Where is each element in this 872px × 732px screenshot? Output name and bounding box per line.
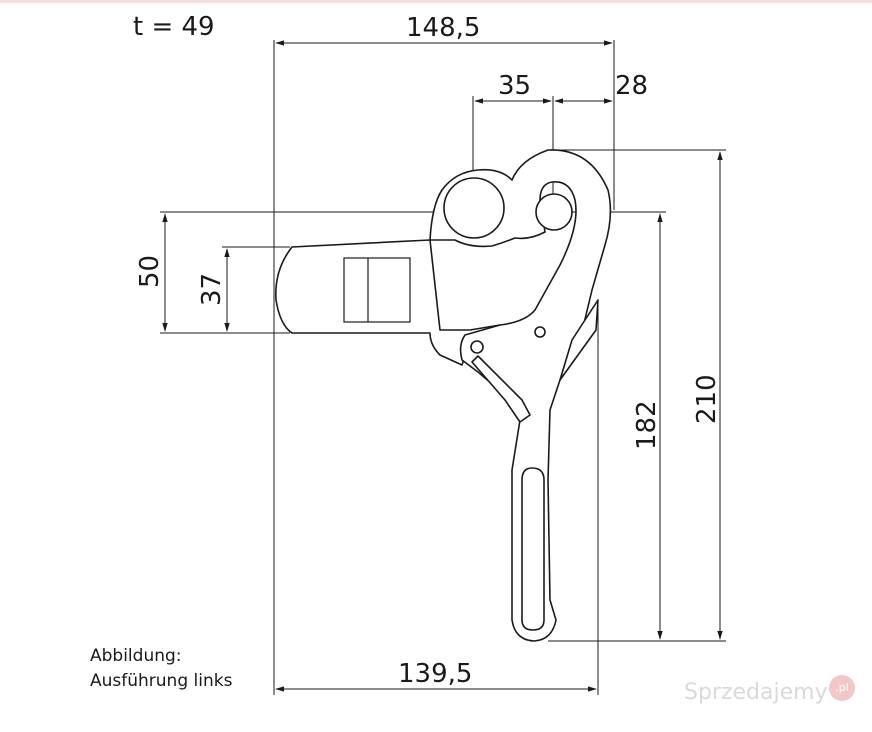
- top-border: [0, 0, 872, 3]
- holes: [443, 177, 573, 354]
- dim-height-182: 182: [632, 400, 662, 450]
- dim-height-210: 210: [692, 374, 722, 424]
- rivet-upper: [534, 326, 546, 338]
- spring-lever: [559, 299, 599, 381]
- pivot-circle-right: [535, 193, 573, 231]
- latch-part: [275, 149, 612, 642]
- dim-height-37: 37: [197, 273, 227, 306]
- caption-line-2: Ausführung links: [90, 671, 233, 691]
- rivet-lower: [470, 340, 484, 354]
- pivot-circle-left: [443, 177, 505, 239]
- dim-offset-b: 28: [615, 71, 648, 101]
- dim-width-bottom: 139,5: [398, 659, 472, 689]
- latch-body: [275, 239, 501, 366]
- caption: Abbildung: Ausführung links: [90, 644, 232, 694]
- watermark-text: Sprzedajemy: [684, 680, 828, 705]
- dim-width-top: 148,5: [406, 13, 480, 43]
- thickness-label: t = 49: [133, 12, 215, 42]
- lever-arm: [471, 355, 531, 423]
- watermark-badge: .pl: [829, 675, 855, 701]
- dimension-lines: [162, 40, 723, 692]
- dim-height-50: 50: [135, 255, 165, 288]
- dim-offset-a: 35: [498, 71, 531, 101]
- extension-lines: [160, 40, 726, 695]
- body-window: [343, 257, 411, 323]
- caption-line-1: Abbildung:: [90, 646, 182, 666]
- slot: [521, 467, 545, 631]
- latch-hook: [429, 149, 612, 642]
